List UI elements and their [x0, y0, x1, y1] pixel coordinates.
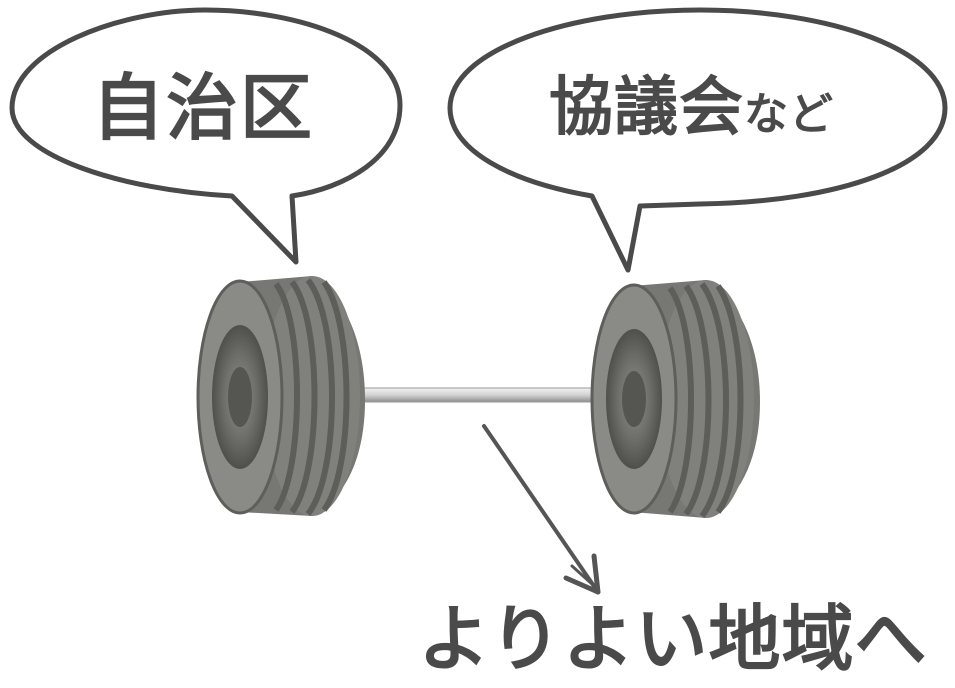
speech-bubble-left	[9, 7, 403, 265]
caption: よりよい地域へ	[418, 597, 928, 681]
bubble-right-suffix: など	[744, 89, 834, 140]
bubble-right-label: 協議会など	[549, 76, 834, 140]
bubble-right-main: 協議会	[549, 71, 744, 145]
speech-bubble-right	[447, 7, 948, 273]
bubble-left-label: 自治区	[92, 66, 315, 150]
direction-arrow	[482, 424, 601, 595]
right-tire	[590, 280, 760, 518]
left-tire	[196, 276, 365, 516]
